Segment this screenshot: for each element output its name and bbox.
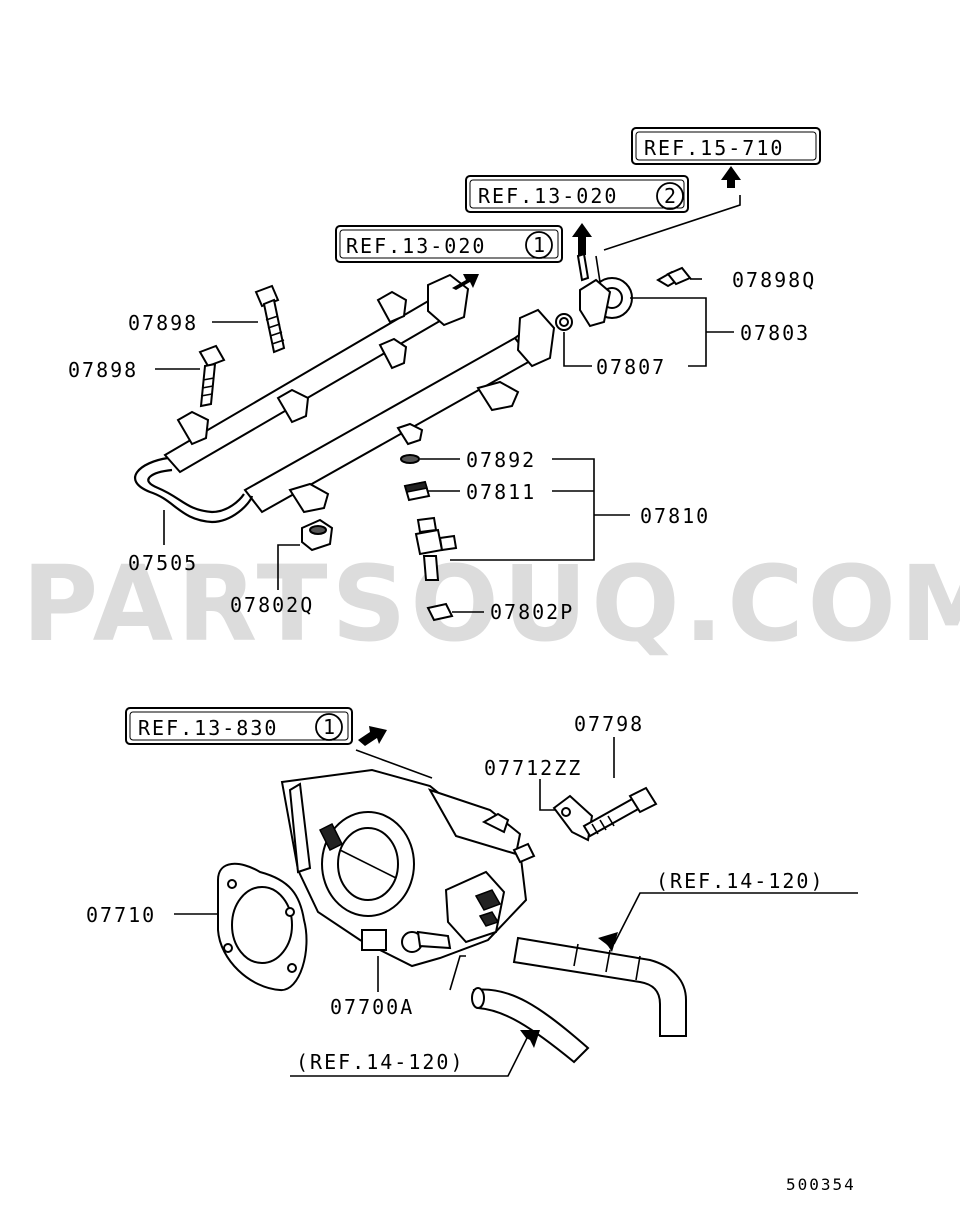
part-label-07898-top[interactable]: 07898 [128,311,198,335]
ref-label: REF.13-830 [138,716,278,740]
top-callout-lines [155,195,741,613]
ref-label-14-120-lower[interactable]: (REF.14-120) [296,1050,465,1074]
ref-circle-number: 1 [533,233,547,257]
bolt-07898-left [198,344,226,408]
part-label-07802P[interactable]: 07802P [490,600,574,624]
ref-label: REF.15-710 [644,136,784,160]
throttle-body [280,768,536,968]
ref-circle-number: 2 [664,184,678,208]
ref-box-13-830-1[interactable]: REF.13-830 1 [125,707,353,745]
hose-right [512,936,687,1037]
arrow-icon [452,166,741,290]
part-label-07712ZZ[interactable]: 07712ZZ [484,756,582,780]
part-label-07892[interactable]: 07892 [466,448,536,472]
ref-circle-number: 1 [323,715,337,739]
arrow-icon [358,726,618,1048]
part-label-07700A[interactable]: 07700A [330,995,414,1019]
bottom-callout-lines [174,737,858,1077]
part-label-07803[interactable]: 07803 [740,321,810,345]
part-label-07810[interactable]: 07810 [640,504,710,528]
ref-box-13-020-2[interactable]: REF.13-020 2 [465,175,689,213]
pressure-regulator [555,249,633,331]
ref-label-14-120-upper[interactable]: (REF.14-120) [656,869,825,893]
bracket-07712ZZ [552,794,594,842]
ref-box-13-020-1[interactable]: REF.13-020 1 [335,225,563,263]
part-label-07898Q[interactable]: 07898Q [732,268,816,292]
part-label-07710[interactable]: 07710 [86,903,156,927]
ref-label: REF.13-020 [346,234,486,258]
bolt-07798 [582,786,658,838]
bolt-07898Q [656,266,692,288]
part-label-07807[interactable]: 07807 [596,355,666,379]
injector-assembly [400,454,458,622]
part-label-07798[interactable]: 07798 [574,712,644,736]
ref-label: REF.13-020 [478,184,618,208]
hose-lower [471,987,590,1064]
bolt-07898-top [254,284,286,354]
part-label-07898-left[interactable]: 07898 [68,358,138,382]
gasket-07710 [217,862,308,992]
diagram-code: 500354 [786,1175,856,1194]
part-label-07811[interactable]: 07811 [466,480,536,504]
insulator-07802Q [301,518,334,552]
part-label-07505[interactable]: 07505 [128,551,198,575]
part-label-07802Q[interactable]: 07802Q [230,593,314,617]
ref-box-15-710[interactable]: REF.15-710 [631,127,821,165]
watermark-text: PARTSOUQ.COM [22,543,960,665]
